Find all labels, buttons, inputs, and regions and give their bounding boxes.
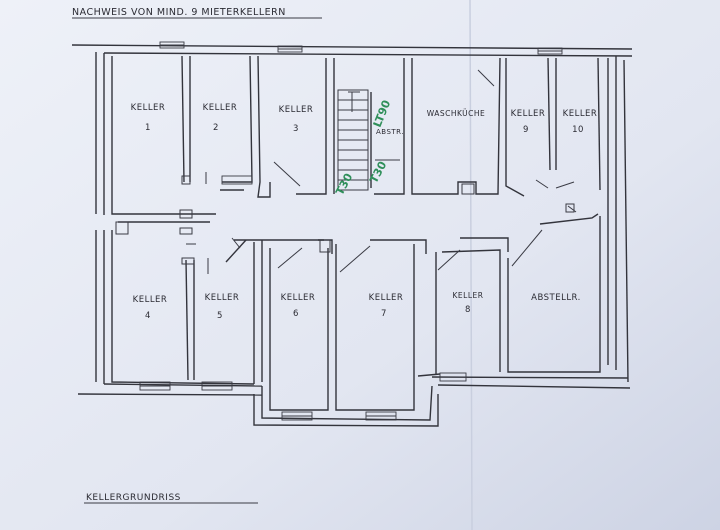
- room-label-keller-9: KELLER: [511, 109, 546, 119]
- plan-caption: KELLERGRUNDRISS: [86, 493, 181, 503]
- room-number-keller-6: 6: [293, 309, 299, 319]
- outer-walls: [71, 44, 633, 427]
- room-label-keller-1: KELLER: [131, 103, 166, 113]
- room-label-keller-3: KELLER: [279, 105, 314, 115]
- room-number-keller-1: 1: [145, 123, 151, 133]
- room-label-abstellraum: ABSTELLR.: [531, 293, 581, 303]
- room-label-keller-7: KELLER: [369, 293, 404, 303]
- room-label-keller-6: KELLER: [281, 293, 316, 303]
- room-label-keller-2: KELLER: [203, 103, 238, 113]
- windows: [139, 41, 563, 421]
- room-number-keller-10: 10: [572, 125, 584, 135]
- stair-label: ABSTR.: [376, 128, 404, 136]
- room-number-keller-5: 5: [217, 311, 223, 321]
- room-label-keller-10: KELLER: [563, 109, 598, 119]
- wall-details: [115, 172, 575, 274]
- room-label-keller-5: KELLER: [205, 293, 240, 303]
- room-label-waschkueche: WASCHKÜCHE: [427, 109, 486, 118]
- room-labels: KELLER 1 KELLER 2 KELLER 3 WASCHKÜCHE KE…: [131, 103, 598, 321]
- room-number-keller-8: 8: [465, 305, 471, 315]
- room-number-keller-9: 9: [523, 125, 529, 135]
- room-label-keller-4: KELLER: [133, 295, 168, 305]
- room-number-keller-7: 7: [381, 309, 387, 319]
- paper-fold: [469, 0, 473, 530]
- room-number-keller-2: 2: [213, 123, 219, 133]
- room-walls-bottom: [111, 205, 601, 411]
- room-walls-top: [111, 55, 601, 215]
- room-number-keller-3: 3: [293, 124, 299, 134]
- staircase: [337, 89, 400, 191]
- room-number-keller-4: 4: [145, 311, 151, 321]
- room-label-keller-8: KELLER: [453, 291, 484, 300]
- plan-title: NACHWEIS VON MIND. 9 MIETERKELLERN: [72, 7, 286, 18]
